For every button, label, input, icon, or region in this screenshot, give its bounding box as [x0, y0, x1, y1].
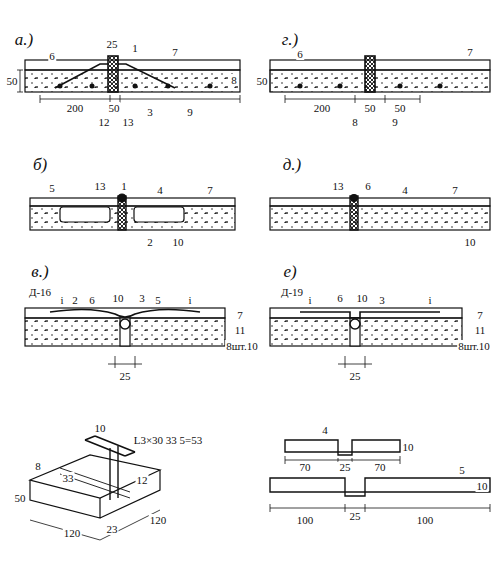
callout-number: 200: [313, 102, 332, 114]
callout-number: 3: [138, 292, 146, 304]
callout-number: 8: [230, 74, 238, 86]
callout-number: 6: [88, 294, 96, 306]
callout-number: 12: [98, 116, 111, 128]
callout-number: 33: [62, 472, 75, 484]
callout-number: 10: [356, 292, 369, 304]
callout-number: 25: [349, 370, 362, 382]
callout-number: 8: [351, 116, 359, 128]
panel-letter: в.): [30, 263, 49, 281]
callout-number: 7: [236, 309, 244, 321]
callout-number: 50: [6, 75, 19, 87]
callout-number: 4: [156, 184, 164, 196]
panel-letter: а.): [14, 31, 34, 49]
callout-number: 10: [464, 236, 477, 248]
callout-number: 6: [296, 48, 304, 60]
callout-number: 50: [364, 102, 377, 114]
callout-number: 10: [172, 236, 185, 248]
callout-number: Д-16: [28, 286, 52, 298]
callout-number: 120: [149, 514, 168, 526]
callout-number: 25: [339, 461, 352, 473]
callout-number: 3: [378, 294, 386, 306]
callout-number: 13: [94, 180, 107, 192]
callout-number: i: [59, 294, 64, 306]
callout-number: 50: [14, 492, 27, 504]
callout-number: 200: [66, 102, 85, 114]
callout-number: 5: [48, 182, 56, 194]
callout-number: 25: [349, 510, 362, 522]
callout-number: 8шт.10: [457, 340, 491, 352]
callout-number: 7: [206, 184, 214, 196]
callout-number: 4: [401, 184, 409, 196]
callout-number: 7: [451, 184, 459, 196]
callout-number: 6: [48, 50, 56, 62]
callout-number: i: [187, 294, 192, 306]
callout-number: 4: [321, 424, 329, 436]
callout-number: i: [427, 294, 432, 306]
callout-number: 7: [171, 46, 179, 58]
callout-number: 12: [136, 474, 149, 486]
callout-number: 5: [458, 464, 466, 476]
callout-number: 10: [476, 480, 489, 492]
callout-number: 6: [336, 292, 344, 304]
callout-number: 10: [402, 441, 415, 453]
callout-number: 50: [256, 75, 269, 87]
callout-number: 70: [299, 461, 312, 473]
callout-number: 13: [122, 116, 135, 128]
callout-number: 11: [474, 324, 487, 336]
callout-number: 25: [119, 370, 132, 382]
callout-number: 2: [146, 236, 154, 248]
callout-number: 100: [416, 514, 435, 526]
callout-number: 3: [146, 106, 154, 118]
callout-number: 7: [466, 46, 474, 58]
callout-number: 6: [364, 180, 372, 192]
callout-number: Д-19: [280, 286, 304, 298]
callout-number: 5: [154, 294, 162, 306]
callout-number: 10: [94, 422, 107, 434]
callout-number: 1: [131, 42, 139, 54]
callout-number: 11: [234, 324, 247, 336]
callout-number: 1: [120, 180, 128, 192]
callout-number: 50: [108, 102, 121, 114]
callout-number: 50: [394, 102, 407, 114]
callout-number: 9: [186, 106, 194, 118]
panel-letter: г.): [281, 31, 299, 49]
callout-number: 23: [106, 523, 119, 535]
panel-letter: д.): [282, 156, 303, 174]
callout-number: 13: [332, 180, 345, 192]
callout-number: 7: [476, 309, 484, 321]
callout-number: 10: [112, 292, 125, 304]
panel-letter: б): [32, 156, 48, 174]
callout-number: 120: [63, 527, 82, 539]
panel-letter: е): [282, 263, 297, 281]
callout-number: L3×30 33 5=53: [133, 434, 204, 446]
callout-number: 8: [34, 460, 42, 472]
callout-number: 100: [296, 514, 315, 526]
callout-number: 25: [106, 38, 119, 50]
callout-number: 2: [71, 294, 79, 306]
callout-number: i: [307, 294, 312, 306]
callout-number: 70: [374, 461, 387, 473]
callout-number: 8шт.10: [225, 340, 259, 352]
callout-number: 9: [391, 116, 399, 128]
